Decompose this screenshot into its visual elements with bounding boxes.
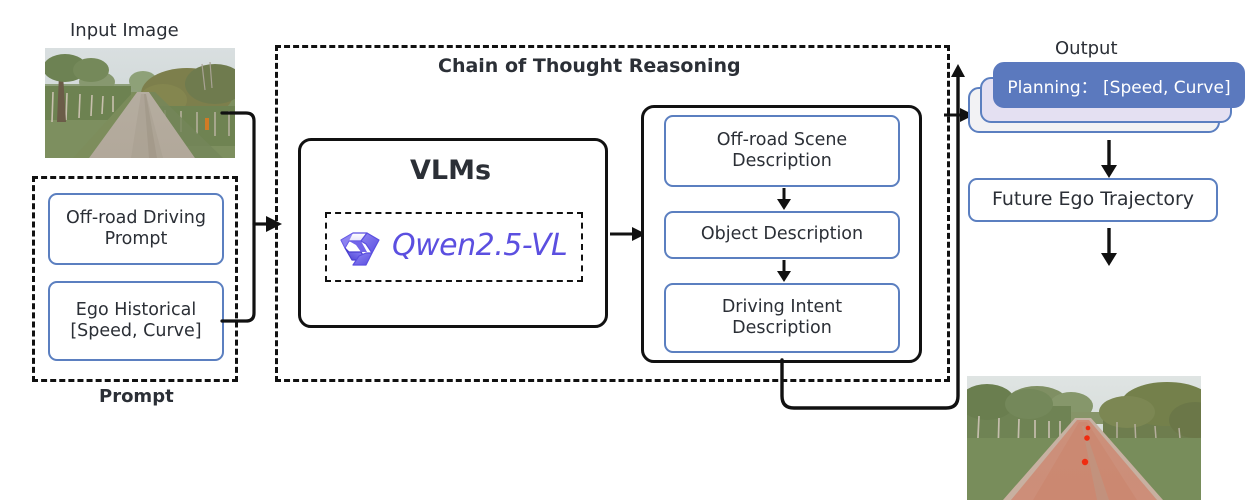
- prompt-line-1: Off-road Driving: [65, 207, 206, 228]
- prompt-box-text: Ego Historical [Speed, Curve]: [70, 300, 201, 343]
- diagram-canvas: Input Image: [32, 20, 1245, 500]
- merge-connector: [220, 100, 282, 330]
- input-image: [45, 48, 235, 158]
- down-arrow-icon: [777, 271, 791, 282]
- future-ego-trajectory-box[interactable]: Future Ego Trajectory: [968, 178, 1218, 222]
- right-arrow-icon: [960, 108, 974, 122]
- input-image-caption: Input Image: [70, 20, 179, 41]
- vlm-to-steps-arrow: [610, 225, 646, 243]
- vlms-box: [298, 138, 608, 328]
- prompt-group-label: Prompt: [99, 386, 174, 407]
- cot-step-line-1: Driving Intent: [721, 296, 843, 317]
- qwen-model-name: Qwen2.5-VL: [392, 228, 568, 263]
- cot-step-object-description[interactable]: Object Description: [664, 211, 900, 259]
- future-ego-trajectory-label: Future Ego Trajectory: [991, 188, 1195, 211]
- cot-step-text: Off-road Scene Description: [717, 130, 847, 173]
- result-image-art: [967, 376, 1201, 500]
- cot-step-driving-intent-description[interactable]: Driving Intent Description: [664, 283, 900, 353]
- cot-arrow-1: [775, 188, 793, 210]
- prompt-line-1: Ego Historical: [75, 299, 197, 320]
- up-arrow-head-icon: [951, 64, 965, 77]
- steps-to-output-connector: [770, 64, 1010, 420]
- vlms-heading: VLMs: [410, 155, 492, 186]
- right-arrow-icon: [266, 216, 282, 232]
- prompt-line-2: Prompt: [104, 229, 168, 249]
- cot-step-line-2: Description: [732, 151, 832, 171]
- down-arrow-icon: [1101, 253, 1117, 266]
- chain-of-thought-group: [275, 45, 950, 382]
- prompt-box-text: Off-road Driving Prompt: [66, 208, 206, 251]
- cot-step-text: Driving Intent Description: [722, 297, 842, 340]
- prompt-box-ego-historical[interactable]: Ego Historical [Speed, Curve]: [48, 281, 224, 361]
- cot-step-line-1: Off-road Scene: [716, 129, 848, 150]
- cot-step-line-1: Object Description: [700, 224, 864, 245]
- prompt-line-2: [Speed, Curve]: [70, 321, 202, 341]
- qwen-logo-icon: [336, 223, 384, 271]
- cot-arrow-2: [775, 260, 793, 282]
- chain-of-thought-title: Chain of Thought Reasoning: [438, 55, 741, 77]
- down-arrow-icon: [1101, 165, 1117, 178]
- prompt-group: [32, 176, 238, 382]
- prompt-box-off-road-driving-prompt[interactable]: Off-road Driving Prompt: [48, 193, 224, 265]
- output-entry-arrow: [944, 106, 974, 124]
- output-card-front-label: Planning： [Speed, Curve]: [1007, 77, 1231, 98]
- output-card-front[interactable]: Planning： [Speed, Curve]: [993, 62, 1245, 108]
- cot-step-line-2: Description: [732, 318, 832, 338]
- down-arrow-icon: [777, 199, 791, 210]
- input-image-art: [45, 48, 235, 158]
- right-arrow-icon: [632, 227, 646, 241]
- qwen-model-box[interactable]: [325, 212, 583, 282]
- result-image: [967, 376, 1201, 500]
- trajectory-to-image-arrow: [1098, 228, 1120, 266]
- cards-to-trajectory-arrow: [1098, 140, 1120, 178]
- output-group-label: Output: [1055, 38, 1118, 59]
- cot-step-off-road-scene-description[interactable]: Off-road Scene Description: [664, 115, 900, 187]
